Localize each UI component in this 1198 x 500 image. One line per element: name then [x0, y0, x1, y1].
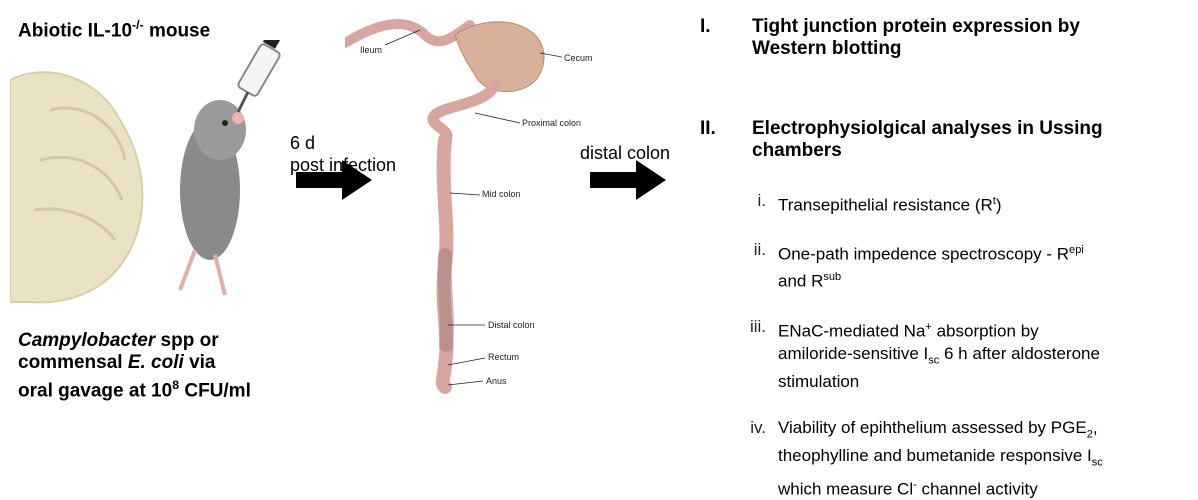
gavage-caption: Campylobacter spp or commensal E. coli v…: [18, 330, 308, 402]
label-distal-colon: Distal colon: [488, 320, 535, 330]
glove-hand: [10, 72, 142, 302]
label-cecum: Cecum: [564, 53, 593, 63]
item-iv: iv. Viability of epihthelium assessed by…: [730, 417, 1190, 485]
label-proximal-colon: Proximal colon: [522, 118, 581, 128]
label-mid-colon: Mid colon: [482, 189, 521, 199]
item-i: i. Transepithelial resistance (Rt): [730, 190, 1190, 214]
intestine-illustration: [345, 15, 605, 395]
syringe-icon: [237, 40, 282, 112]
label-rectum: Rectum: [488, 352, 519, 362]
item-ii: ii. One-path impedence spectroscopy - Re…: [730, 239, 1190, 285]
mouse-title: Abiotic IL-10-/- mouse: [18, 18, 210, 42]
mouse-gavage-illustration: [10, 40, 300, 330]
label-ileum: Ileum: [360, 45, 382, 55]
item-iii: iii. ENaC-mediated Na+ absorption by ami…: [730, 316, 1190, 384]
heading-2: II. Electrophysiolgical analyses in Ussi…: [700, 118, 1180, 164]
label-anus: Anus: [486, 376, 507, 386]
arrow2-icon: [590, 160, 670, 200]
